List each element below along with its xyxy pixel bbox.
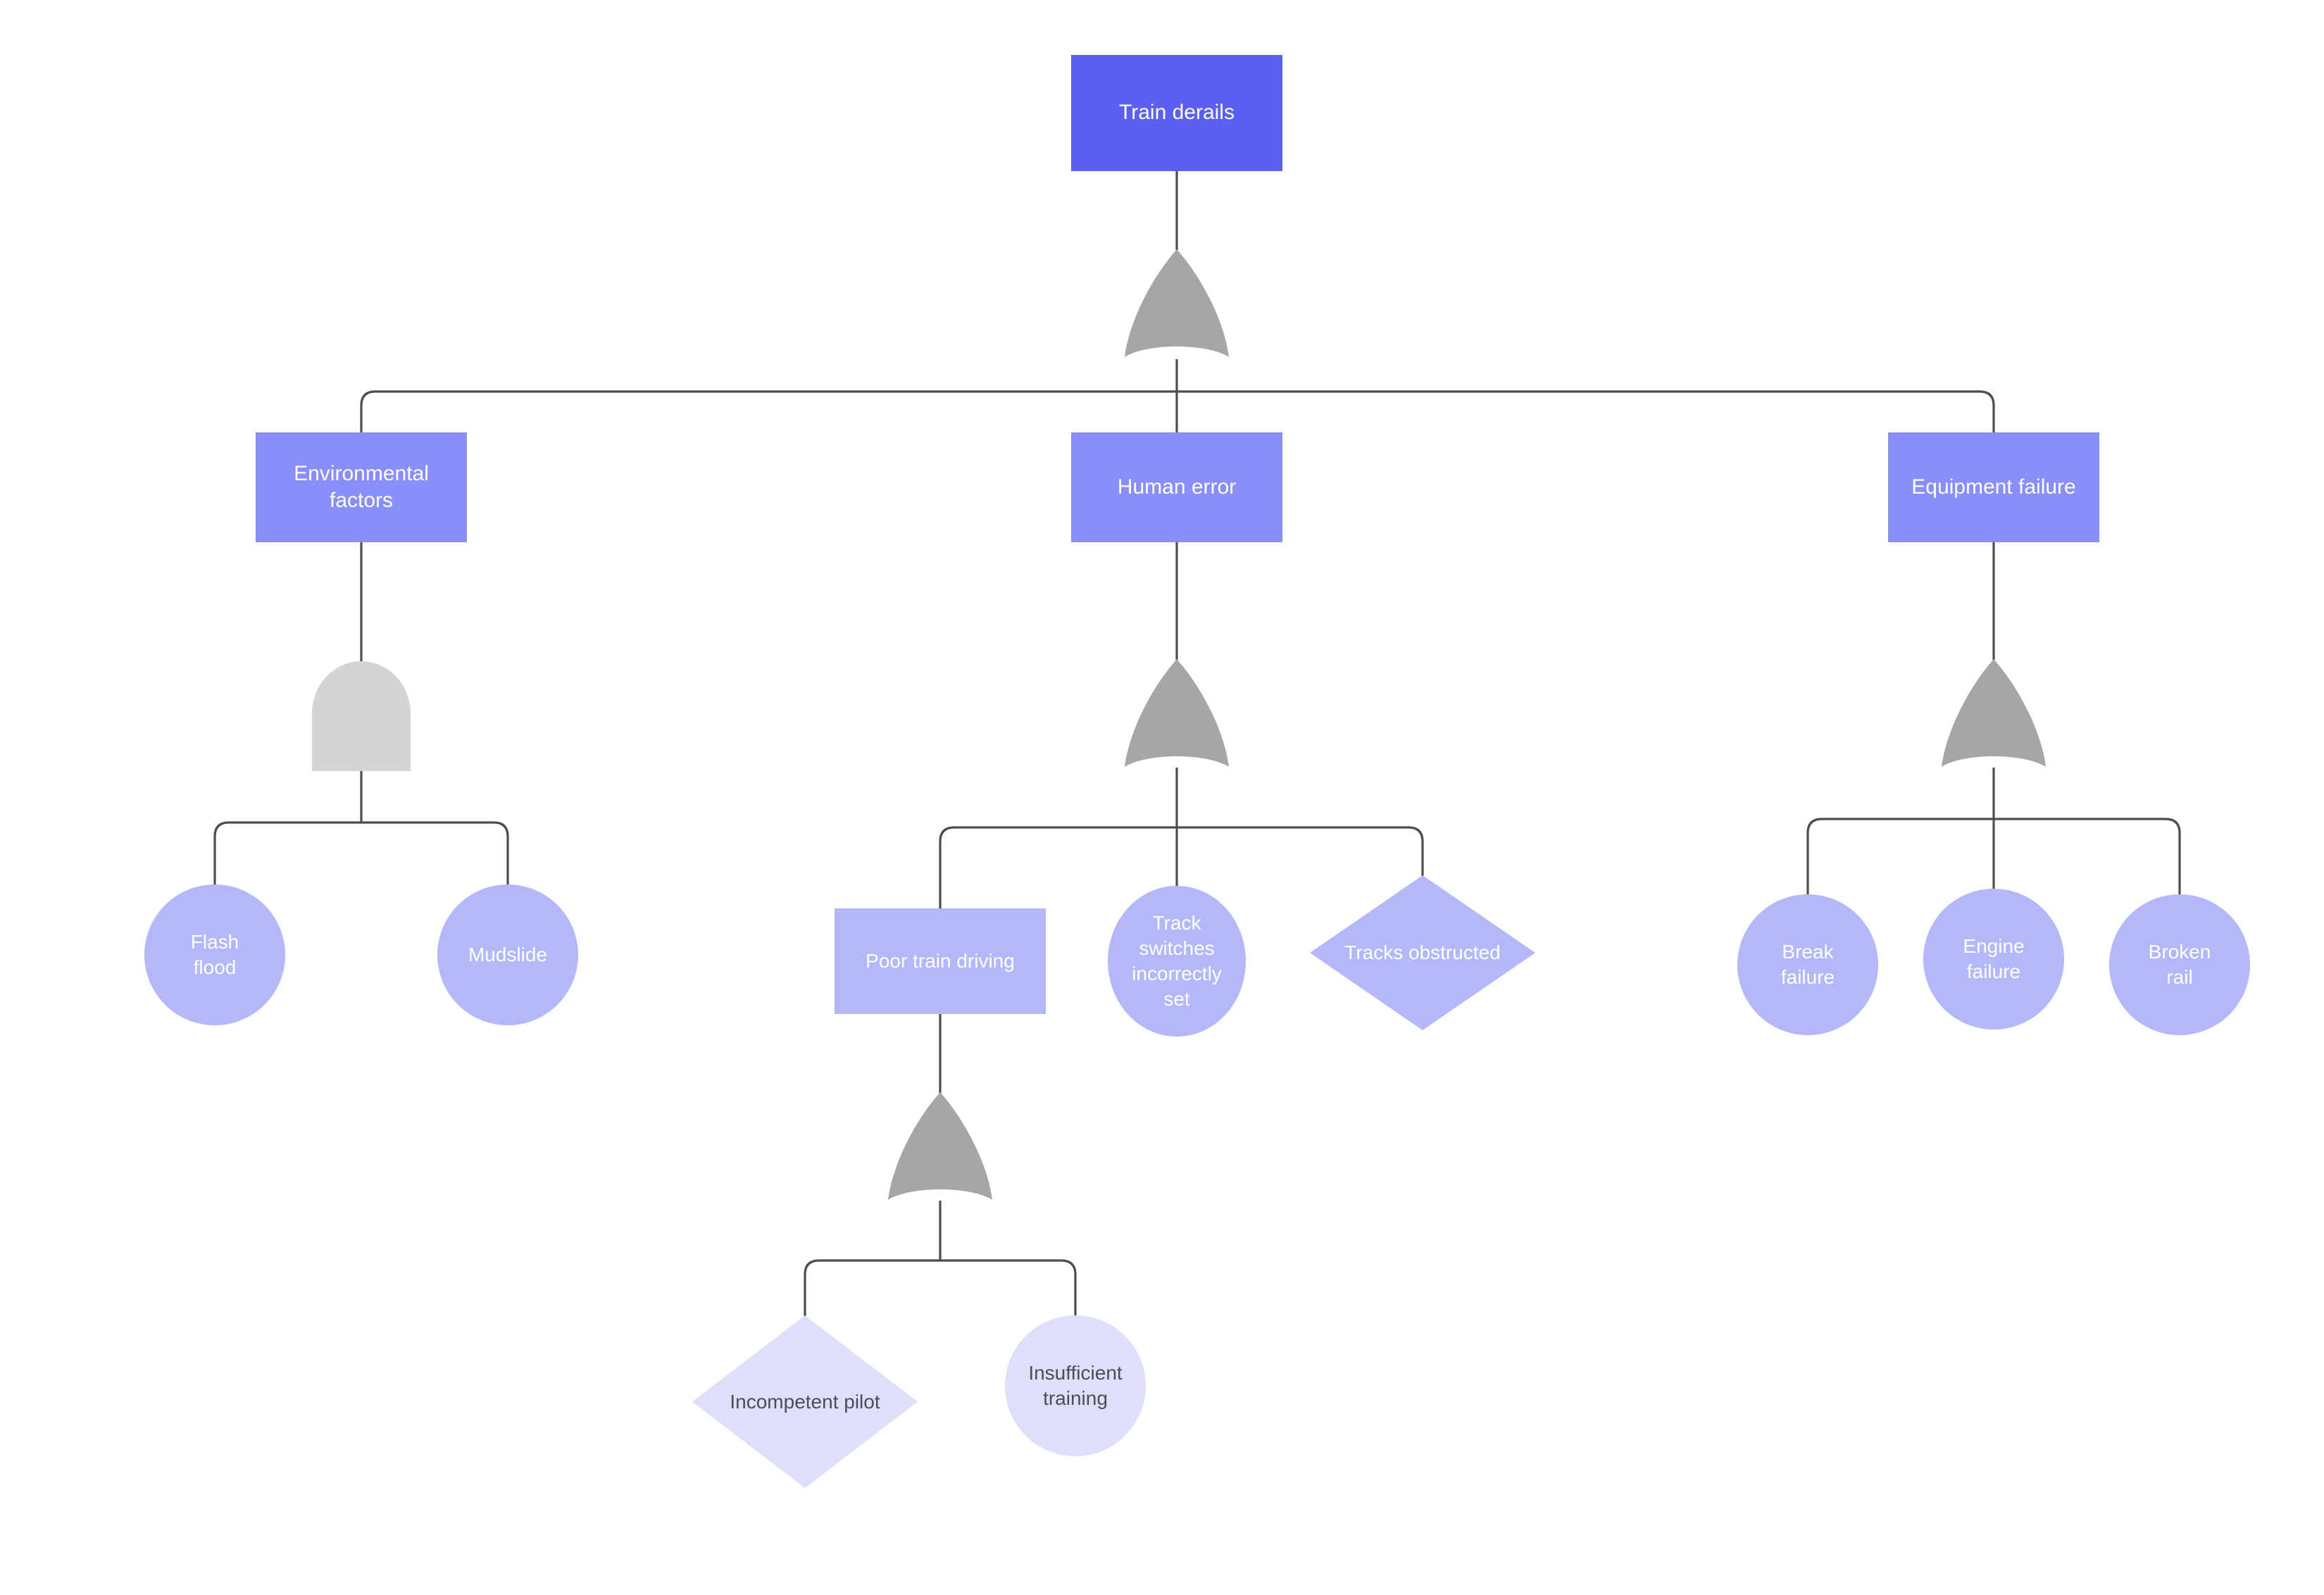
or-gate-root[interactable] bbox=[1124, 248, 1230, 361]
node-track-switches-incorrectly-set[interactable]: Track switches incorrectly set bbox=[1108, 886, 1246, 1037]
or-gate-icon bbox=[1942, 659, 2046, 767]
node-equipment-failure[interactable]: Equipment failure bbox=[1888, 432, 2099, 542]
node-label: Poor train driving bbox=[866, 950, 1015, 972]
node-label: Incompetent pilot bbox=[730, 1390, 880, 1413]
node-label: Mudslide bbox=[468, 944, 548, 966]
edge-human-bus-right bbox=[1177, 826, 1424, 877]
or-gate-equipment-failure[interactable] bbox=[1941, 658, 2047, 770]
edge-env-bus-left bbox=[213, 821, 361, 884]
node-engine-failure[interactable]: Engine failure bbox=[1923, 889, 2064, 1030]
or-gate-poor-train-driving[interactable] bbox=[887, 1091, 993, 1203]
node-incompetent-pilot[interactable]: Incompetent pilot bbox=[692, 1315, 918, 1488]
edge-equip-bus-left bbox=[1806, 818, 1994, 894]
node-break-failure[interactable]: Break failure bbox=[1737, 894, 1878, 1035]
node-human-error[interactable]: Human error bbox=[1071, 432, 1282, 542]
and-gate-icon bbox=[312, 661, 411, 771]
node-label: Engine failure bbox=[1963, 935, 2025, 982]
edge-driving-bus-right bbox=[940, 1259, 1077, 1317]
node-label: Flash flood bbox=[190, 931, 239, 978]
node-label: Insufficient training bbox=[1028, 1362, 1123, 1409]
node-label: Break failure bbox=[1780, 941, 1835, 988]
edge-root-bus-right bbox=[1177, 390, 1995, 432]
diamond-shape bbox=[1310, 875, 1535, 1030]
node-train-derails[interactable]: Train derails bbox=[1071, 55, 1282, 171]
node-label: Environmental factors bbox=[294, 461, 429, 512]
node-tracks-obstructed[interactable]: Tracks obstructed bbox=[1310, 875, 1535, 1030]
edge-env-bus-right bbox=[361, 821, 509, 884]
node-label: Track switches incorrectly set bbox=[1132, 912, 1222, 1010]
edge-driving-bus-left bbox=[804, 1259, 940, 1317]
node-environmental-factors[interactable]: Environmental factors bbox=[256, 432, 467, 542]
node-label: Tracks obstructed bbox=[1344, 942, 1501, 964]
or-gate-human-error[interactable] bbox=[1124, 658, 1230, 770]
node-label: Equipment failure bbox=[1911, 475, 2076, 499]
node-label: Human error bbox=[1117, 475, 1237, 499]
and-gate-environmental[interactable] bbox=[311, 660, 412, 773]
or-gate-icon bbox=[888, 1092, 992, 1200]
or-gate-icon bbox=[1125, 249, 1229, 357]
node-insufficient-training[interactable]: Insufficient training bbox=[1005, 1315, 1146, 1456]
node-mudslide[interactable]: Mudslide bbox=[437, 884, 578, 1025]
node-label: Train derails bbox=[1119, 101, 1235, 125]
edge-equip-bus-right bbox=[1994, 818, 2181, 894]
node-poor-train-driving[interactable]: Poor train driving bbox=[835, 908, 1046, 1014]
node-broken-rail[interactable]: Broken rail bbox=[2109, 894, 2250, 1035]
edge-root-bus-left bbox=[360, 390, 1177, 432]
or-gate-icon bbox=[1125, 659, 1229, 767]
diamond-shape bbox=[692, 1315, 918, 1488]
node-flash-flood[interactable]: Flash flood bbox=[144, 884, 285, 1025]
node-label: Broken rail bbox=[2148, 941, 2211, 988]
